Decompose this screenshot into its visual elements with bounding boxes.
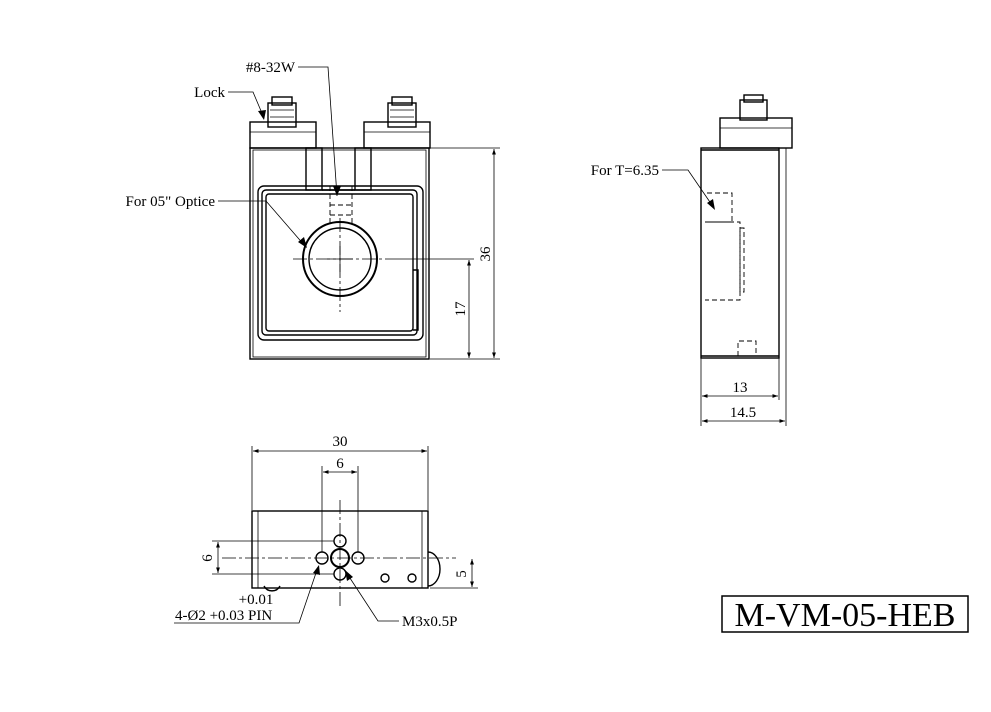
dim-screw-height: 5 [454, 570, 470, 578]
label-thread: #8-32W [246, 60, 296, 76]
lock-block-left [249, 121, 317, 149]
dim-pin-spacing: 6 [336, 456, 344, 472]
title-box-frame [721, 595, 969, 633]
front-view: 36 17 #8-32W Lock For 05" Optice [126, 60, 500, 360]
front-body-outline [249, 147, 430, 360]
dim-height-center: 17 [453, 301, 469, 317]
lock-screw-left [267, 102, 297, 128]
dim-depth-inner: 13 [733, 380, 748, 396]
title-box: M-VM-05-HEB [721, 595, 969, 634]
side-screw [739, 99, 768, 121]
model-title: M-VM-05-HEB [735, 597, 956, 634]
label-optic: For 05" Optice [126, 194, 216, 210]
label-screw: M3x0.5P [402, 614, 457, 630]
label-lock: Lock [194, 85, 225, 101]
side-top-block [719, 117, 793, 149]
dim-depth-outer: 14.5 [730, 405, 756, 421]
front-inner-frame [257, 185, 424, 341]
label-pin: 4-Ø2 +0.03 PIN [175, 608, 272, 624]
bottom-view: 30 6 6 5 +0.01 4-Ø2 +0.03 PIN M3x0.5P [174, 434, 478, 630]
lock-block-right [363, 121, 431, 149]
label-pin-tolerance: +0.01 [239, 592, 274, 608]
foot-right [427, 551, 441, 587]
label-thickness: For T=6.35 [591, 163, 659, 179]
dim-width-total: 30 [333, 434, 348, 450]
side-view: 13 14.5 For T=6.35 [591, 94, 793, 426]
dim-height-total: 36 [478, 246, 494, 262]
lock-screw-right [387, 102, 417, 128]
optic-plate [265, 193, 414, 332]
dim-pin-height: 6 [200, 554, 216, 562]
